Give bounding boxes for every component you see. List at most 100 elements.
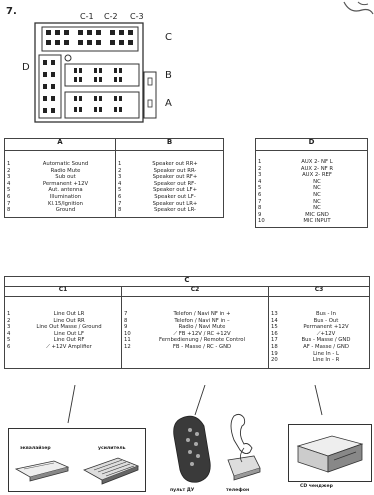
amplifier-icon — [83, 457, 140, 485]
table-c1-number: 5 — [7, 337, 11, 344]
table-b-item: Speaker out LF- — [154, 193, 196, 200]
table-c1-number: 1 — [7, 311, 11, 317]
table-c3-item: AF - Masse / GND — [303, 343, 349, 350]
table-b-header: B — [115, 138, 224, 151]
table-d-item: AUX 2- NF R — [300, 165, 334, 172]
table-c2-item: Telefon / Navi NF in + — [173, 311, 231, 317]
table-a-number: 7 — [7, 200, 11, 207]
table-d-item: NC — [313, 185, 321, 192]
table-c3-number: 13 — [271, 311, 278, 317]
connection-lines — [67, 385, 323, 424]
table-b-number: 2 — [118, 167, 122, 174]
table-b-number: 1 — [118, 161, 122, 167]
block-label-d: D — [22, 62, 30, 73]
table-b-number: 5 — [118, 187, 122, 194]
table-d-item: NC — [313, 191, 321, 198]
table-a-item: Permanent +12V — [42, 180, 89, 187]
table-c1-item: +12V Amplifier — [51, 343, 92, 350]
equalizer-icon — [14, 460, 70, 482]
table-c3-item: Line In - L — [313, 350, 339, 357]
table-c1-number: 3 — [7, 324, 11, 331]
table-c1-item: Line Out RF — [53, 337, 85, 344]
table-d-item: AUX 2- NF L — [301, 159, 333, 165]
table-d-number: 8 — [258, 205, 262, 212]
cd-changer-box — [288, 424, 372, 482]
table-c2-number: 12 — [124, 343, 131, 350]
figure-number: 7. — [6, 6, 17, 17]
phone-icon — [227, 413, 261, 481]
table-a-number: 1 — [7, 161, 11, 167]
table-c3-item: Line In - R — [312, 357, 340, 364]
table-b-number: 3 — [118, 174, 122, 181]
table-c2-number: 7 — [124, 311, 128, 317]
table-c2-item: Fernbedienung / Remote Control — [158, 337, 246, 344]
switch-symbol-icon: ⟋ — [46, 343, 50, 350]
table-b-item: Speaker out LF+ — [152, 187, 198, 194]
table-d-item: MIC GND — [305, 211, 329, 218]
table-a-item: Aut. antenna — [48, 187, 83, 194]
table-d: D 1 2 3 4 5 6 7 8 9 10 AUX 2- NF L AUX 2… — [255, 138, 368, 228]
table-c1-number: 4 — [7, 330, 11, 337]
table-a-number: 2 — [7, 167, 11, 174]
table-a-item: Illumination — [49, 193, 82, 200]
table-c3-number: 14 — [271, 317, 278, 324]
table-d-item: AUX 2- REF — [302, 172, 332, 179]
table-d-number: 3 — [258, 172, 262, 179]
equalizer-label: эквалайзер — [20, 446, 51, 451]
table-b-item: Speaker out RF- — [153, 180, 197, 187]
table-b-item: Speaker out RR+ — [152, 161, 198, 167]
switch-symbol-icon: ⟋ — [173, 330, 178, 337]
table-d-item: NC — [313, 198, 321, 205]
table-d-number: 10 — [258, 218, 265, 225]
table-a-number: 6 — [7, 193, 11, 200]
table-c3-item: Permanent +12V — [303, 324, 349, 331]
cable-icon — [343, 1, 374, 15]
table-b-number: 7 — [118, 200, 122, 207]
switch-symbol-icon: ⟋ — [316, 330, 321, 337]
table-c2-header: C2 — [121, 286, 269, 297]
table-d-number: 4 — [258, 178, 262, 185]
table-c2-item: FB - Masse / RC - GND — [172, 343, 232, 350]
table-b-number: 8 — [118, 207, 122, 214]
connector-label-c3: C-3 — [130, 12, 144, 21]
table-c2-number: 10 — [124, 330, 131, 337]
table-b-item: Speaker out LR- — [154, 207, 196, 214]
table-c1-item: Line Out Masse / Ground — [36, 324, 102, 331]
table-a-item: Sub out — [55, 174, 76, 181]
iso-connector-diagram — [34, 22, 157, 123]
table-a-item: Ground — [55, 207, 76, 214]
table-d-number: 9 — [258, 211, 262, 218]
table-a-item: Kl.15/Ignition — [47, 200, 84, 207]
table-c3-item: Bus - In — [316, 311, 336, 317]
table-c2-number: 9 — [124, 324, 128, 331]
table-b-item: Speaker out RF+ — [152, 174, 198, 181]
table-d-number: 5 — [258, 185, 262, 192]
table-a-number: 8 — [7, 207, 11, 214]
table-c3-item: +12V — [320, 330, 336, 337]
phone-label: телефон — [226, 488, 250, 493]
block-label-b: B — [165, 70, 172, 81]
table-c3-number: 19 — [271, 350, 278, 357]
table-a-number: 3 — [7, 174, 11, 181]
remote-label: пульт ДУ — [170, 488, 195, 493]
table-c3-number: 18 — [271, 343, 278, 350]
table-d-number: 1 — [258, 159, 262, 165]
table-c2-item: FB +12V / RC +12V — [178, 330, 231, 337]
table-d-number: 7 — [258, 198, 262, 205]
table-b-item: Speaker out RR- — [153, 167, 197, 174]
table-d-header: D — [255, 138, 368, 151]
table-c3-header: C3 — [268, 286, 370, 297]
remote-control-icon — [173, 415, 211, 483]
table-d-number: 6 — [258, 191, 262, 198]
cd-changer-icon — [296, 435, 364, 473]
table-c3-item: Bus - Out — [313, 317, 339, 324]
table-a-item: Automatic Sound — [42, 161, 89, 167]
table-c1-item: Line Out RR — [53, 317, 85, 324]
table-c1-number: 6 — [7, 343, 11, 350]
table-c1-header: C1 — [4, 286, 122, 297]
table-d-number: 2 — [258, 165, 262, 172]
table-c2-number: 11 — [124, 337, 131, 344]
table-a-header: A — [4, 138, 116, 151]
table-c: C C1 C2 C3 1 2 3 4 5 6 Line Out LR Line … — [4, 276, 370, 369]
connector-label-c2: C-2 — [104, 12, 118, 21]
